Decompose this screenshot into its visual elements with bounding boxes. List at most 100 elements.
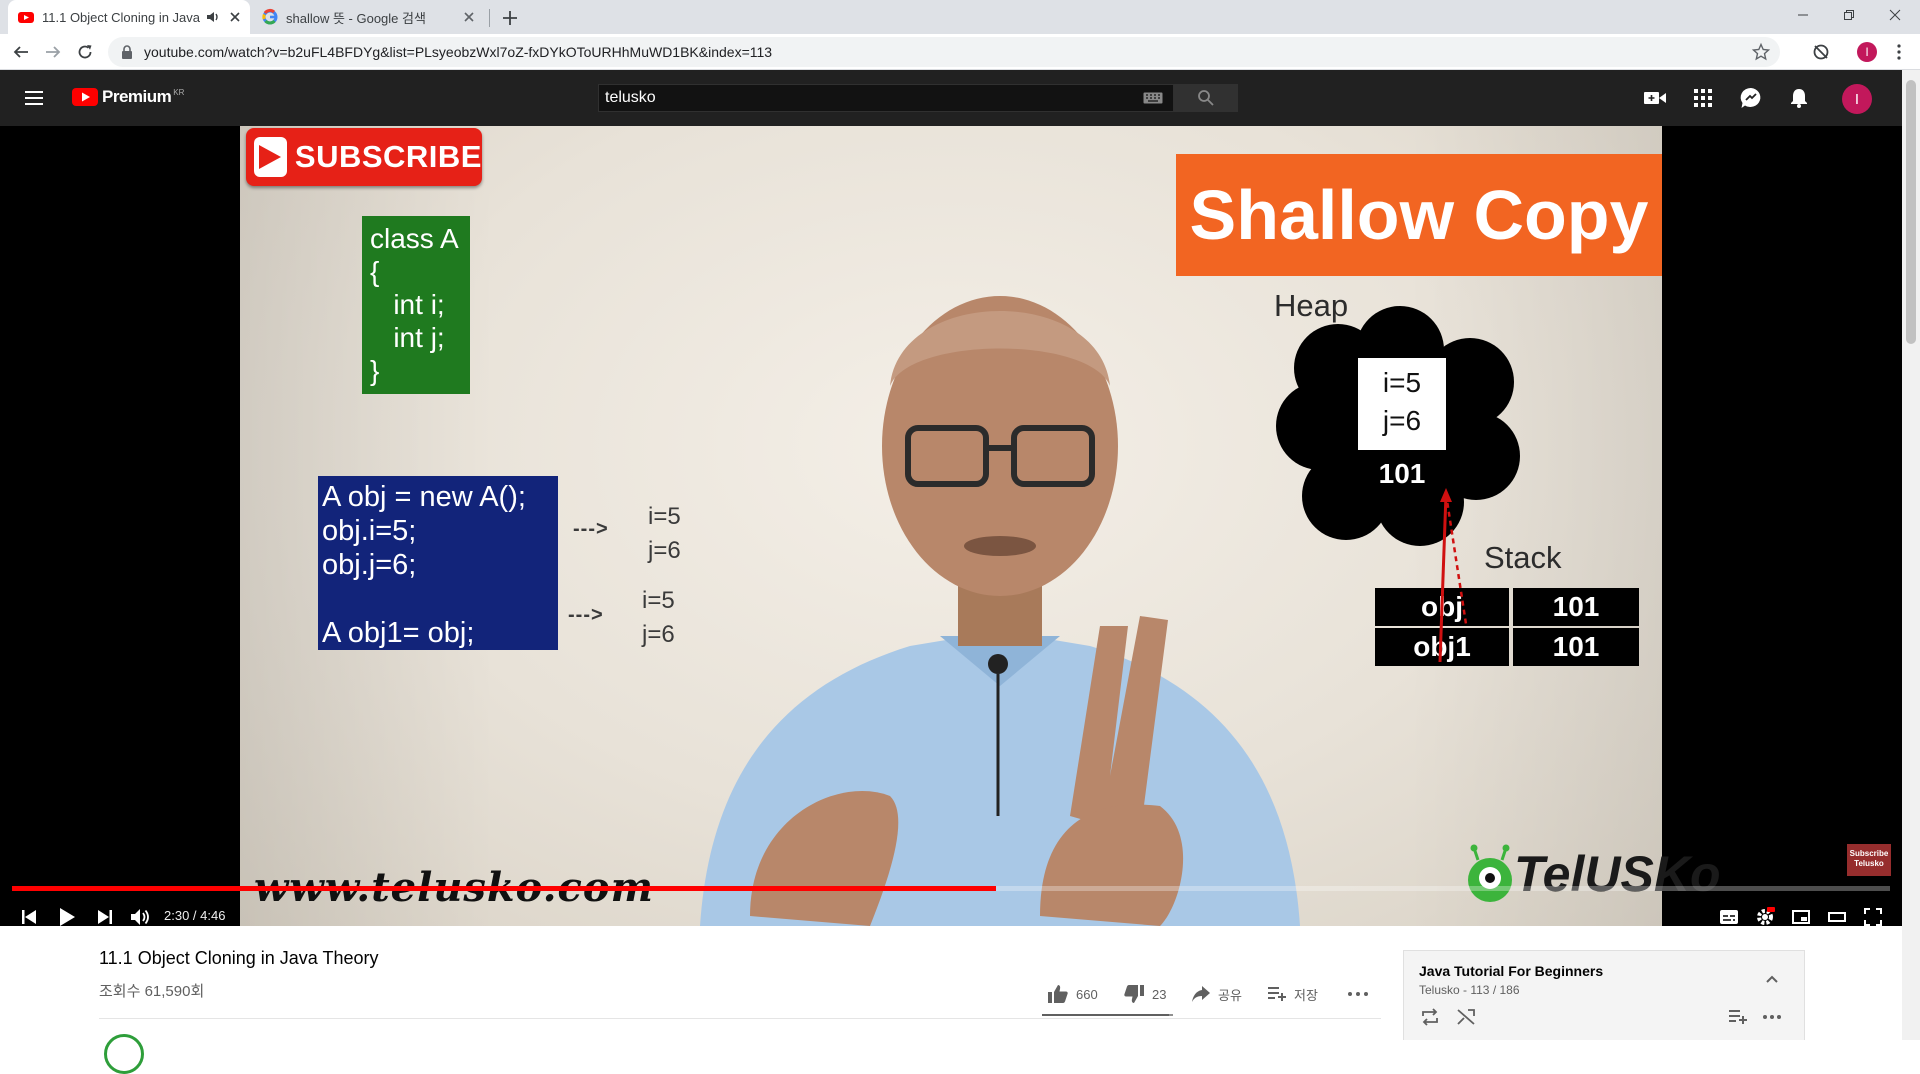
bell-icon: [1791, 89, 1807, 108]
progress-played: [12, 886, 997, 891]
search-input[interactable]: telusko: [598, 84, 1174, 112]
search-button[interactable]: [1174, 84, 1238, 112]
google-icon: [262, 8, 278, 25]
channel-avatar[interactable]: [104, 1034, 144, 1074]
miniplayer-icon: [1792, 910, 1810, 924]
restore-button[interactable]: [1826, 0, 1872, 30]
search-icon: [1198, 90, 1214, 106]
more-horizontal-icon: [1348, 992, 1368, 996]
keyboard-icon[interactable]: [1143, 92, 1163, 104]
messages-icon: [1740, 87, 1761, 108]
video-player[interactable]: SUBSCRIBE class A { int i; int j; } A ob…: [0, 126, 1902, 926]
fullscreen-icon: [1864, 908, 1882, 926]
theater-icon: [1828, 912, 1846, 922]
reload-button[interactable]: [72, 39, 98, 65]
video-camera-icon: [1644, 92, 1666, 104]
collapse-playlist-button[interactable]: [1760, 967, 1784, 991]
new-tab-button[interactable]: [498, 6, 522, 30]
reload-icon: [78, 45, 92, 59]
shuffle-icon: [1457, 1009, 1475, 1025]
theater-mode-button[interactable]: [1822, 902, 1852, 932]
messages-button[interactable]: [1739, 86, 1763, 110]
more-actions-button[interactable]: [1348, 982, 1376, 1006]
next-button[interactable]: [90, 902, 120, 932]
youtube-premium-logo[interactable]: Premium KR: [72, 87, 184, 107]
back-arrow-icon: [13, 46, 28, 58]
previous-button[interactable]: [14, 902, 44, 932]
tab-title: shallow 뜻 - Google 검색: [286, 10, 426, 26]
subscribe-watermark[interactable]: Subscribe Telusko: [1847, 844, 1891, 876]
kebab-menu-icon: [1897, 44, 1901, 60]
logo-region: KR: [173, 87, 185, 97]
sentiment-likes: [1042, 1014, 1169, 1016]
apps-button[interactable]: [1691, 86, 1715, 110]
view-count: 조회수 61,590회: [99, 983, 205, 1000]
logo-wordmark: Premium: [102, 87, 172, 106]
create-video-button[interactable]: [1643, 86, 1667, 110]
share-label: 공유: [1218, 987, 1242, 1003]
back-button[interactable]: [8, 39, 34, 65]
play-triangle-icon: [259, 145, 282, 169]
tab-title: 11.1 Object Cloning in Java: [42, 9, 201, 25]
page-scrollbar[interactable]: [1902, 70, 1920, 1040]
volume-icon: [131, 909, 149, 925]
miniplayer-button[interactable]: [1786, 902, 1816, 932]
fullscreen-button[interactable]: [1858, 902, 1888, 932]
close-tab-icon[interactable]: [226, 8, 244, 26]
forward-button[interactable]: [40, 39, 66, 65]
save-button[interactable]: 저장: [1268, 982, 1318, 1006]
telusko-logo: TelUSKo: [1462, 844, 1721, 904]
more-horizontal-icon: [1763, 1015, 1781, 1019]
mute-button[interactable]: [126, 902, 156, 932]
extension-button[interactable]: [1808, 39, 1834, 65]
field-values: i=5 j=6: [642, 587, 675, 648]
dislike-button[interactable]: 23: [1124, 982, 1166, 1006]
slide-title-banner: Shallow Copy: [1176, 154, 1662, 276]
plus-icon: [503, 11, 517, 25]
speaker-icon[interactable]: [204, 8, 222, 26]
like-button[interactable]: 660: [1048, 982, 1098, 1006]
shuffle-playlist-button[interactable]: [1454, 1005, 1478, 1029]
progress-bar[interactable]: [12, 886, 1890, 891]
presenter-figure: [700, 296, 1300, 926]
heap-address: 101: [1378, 458, 1426, 489]
stack-label: Stack: [1484, 540, 1562, 575]
tab-google-search[interactable]: shallow 뜻 - Google 검색: [252, 0, 488, 34]
scrollbar-thumb[interactable]: [1906, 80, 1916, 344]
playlist-more-button[interactable]: [1760, 1005, 1784, 1029]
save-label: 저장: [1294, 987, 1318, 1003]
play-button[interactable]: [52, 902, 82, 932]
subtitles-button[interactable]: [1714, 902, 1744, 932]
stack-var-ref: 101: [1513, 628, 1639, 666]
share-arrow-icon: [1192, 986, 1210, 1002]
settings-button[interactable]: [1750, 902, 1780, 932]
share-button[interactable]: 공유: [1192, 982, 1242, 1006]
close-window-button[interactable]: [1872, 0, 1918, 30]
browser-toolbar: youtube.com/watch?v=b2uFL4BFDYg&list=PLs…: [0, 34, 1920, 70]
lock-icon: [122, 45, 132, 59]
chrome-menu-button[interactable]: [1886, 39, 1912, 65]
save-playlist-button[interactable]: [1726, 1005, 1750, 1029]
like-count: 660: [1076, 986, 1098, 1002]
chrome-profile-avatar[interactable]: I: [1857, 42, 1877, 62]
settings-gear-icon: [1757, 907, 1775, 925]
youtube-masthead: Premium KR telusko I: [0, 70, 1902, 126]
notifications-button[interactable]: [1787, 86, 1811, 110]
thumbs-up-icon: [1048, 985, 1068, 1003]
loop-playlist-button[interactable]: [1418, 1005, 1442, 1029]
sentiment-bar: [1042, 1014, 1173, 1016]
info-divider: [99, 1018, 1381, 1019]
subscribe-badge: SUBSCRIBE: [246, 128, 482, 186]
guide-menu-button[interactable]: [22, 86, 46, 110]
bookmark-star-icon[interactable]: [1751, 42, 1771, 61]
arrow-label: --->: [573, 518, 609, 540]
brand-wordmark: TelUSKo: [1514, 846, 1721, 902]
account-avatar[interactable]: I: [1842, 84, 1872, 114]
playlist-title[interactable]: Java Tutorial For Beginners: [1419, 963, 1604, 979]
address-bar[interactable]: youtube.com/watch?v=b2uFL4BFDYg&list=PLs…: [108, 37, 1780, 67]
minimize-button[interactable]: [1780, 0, 1826, 30]
subscribe-badge-text: SUBSCRIBE: [294, 139, 482, 174]
tab-separator: [489, 9, 490, 27]
tab-youtube-video[interactable]: 11.1 Object Cloning in Java: [8, 0, 250, 34]
close-tab-icon[interactable]: [460, 8, 478, 26]
